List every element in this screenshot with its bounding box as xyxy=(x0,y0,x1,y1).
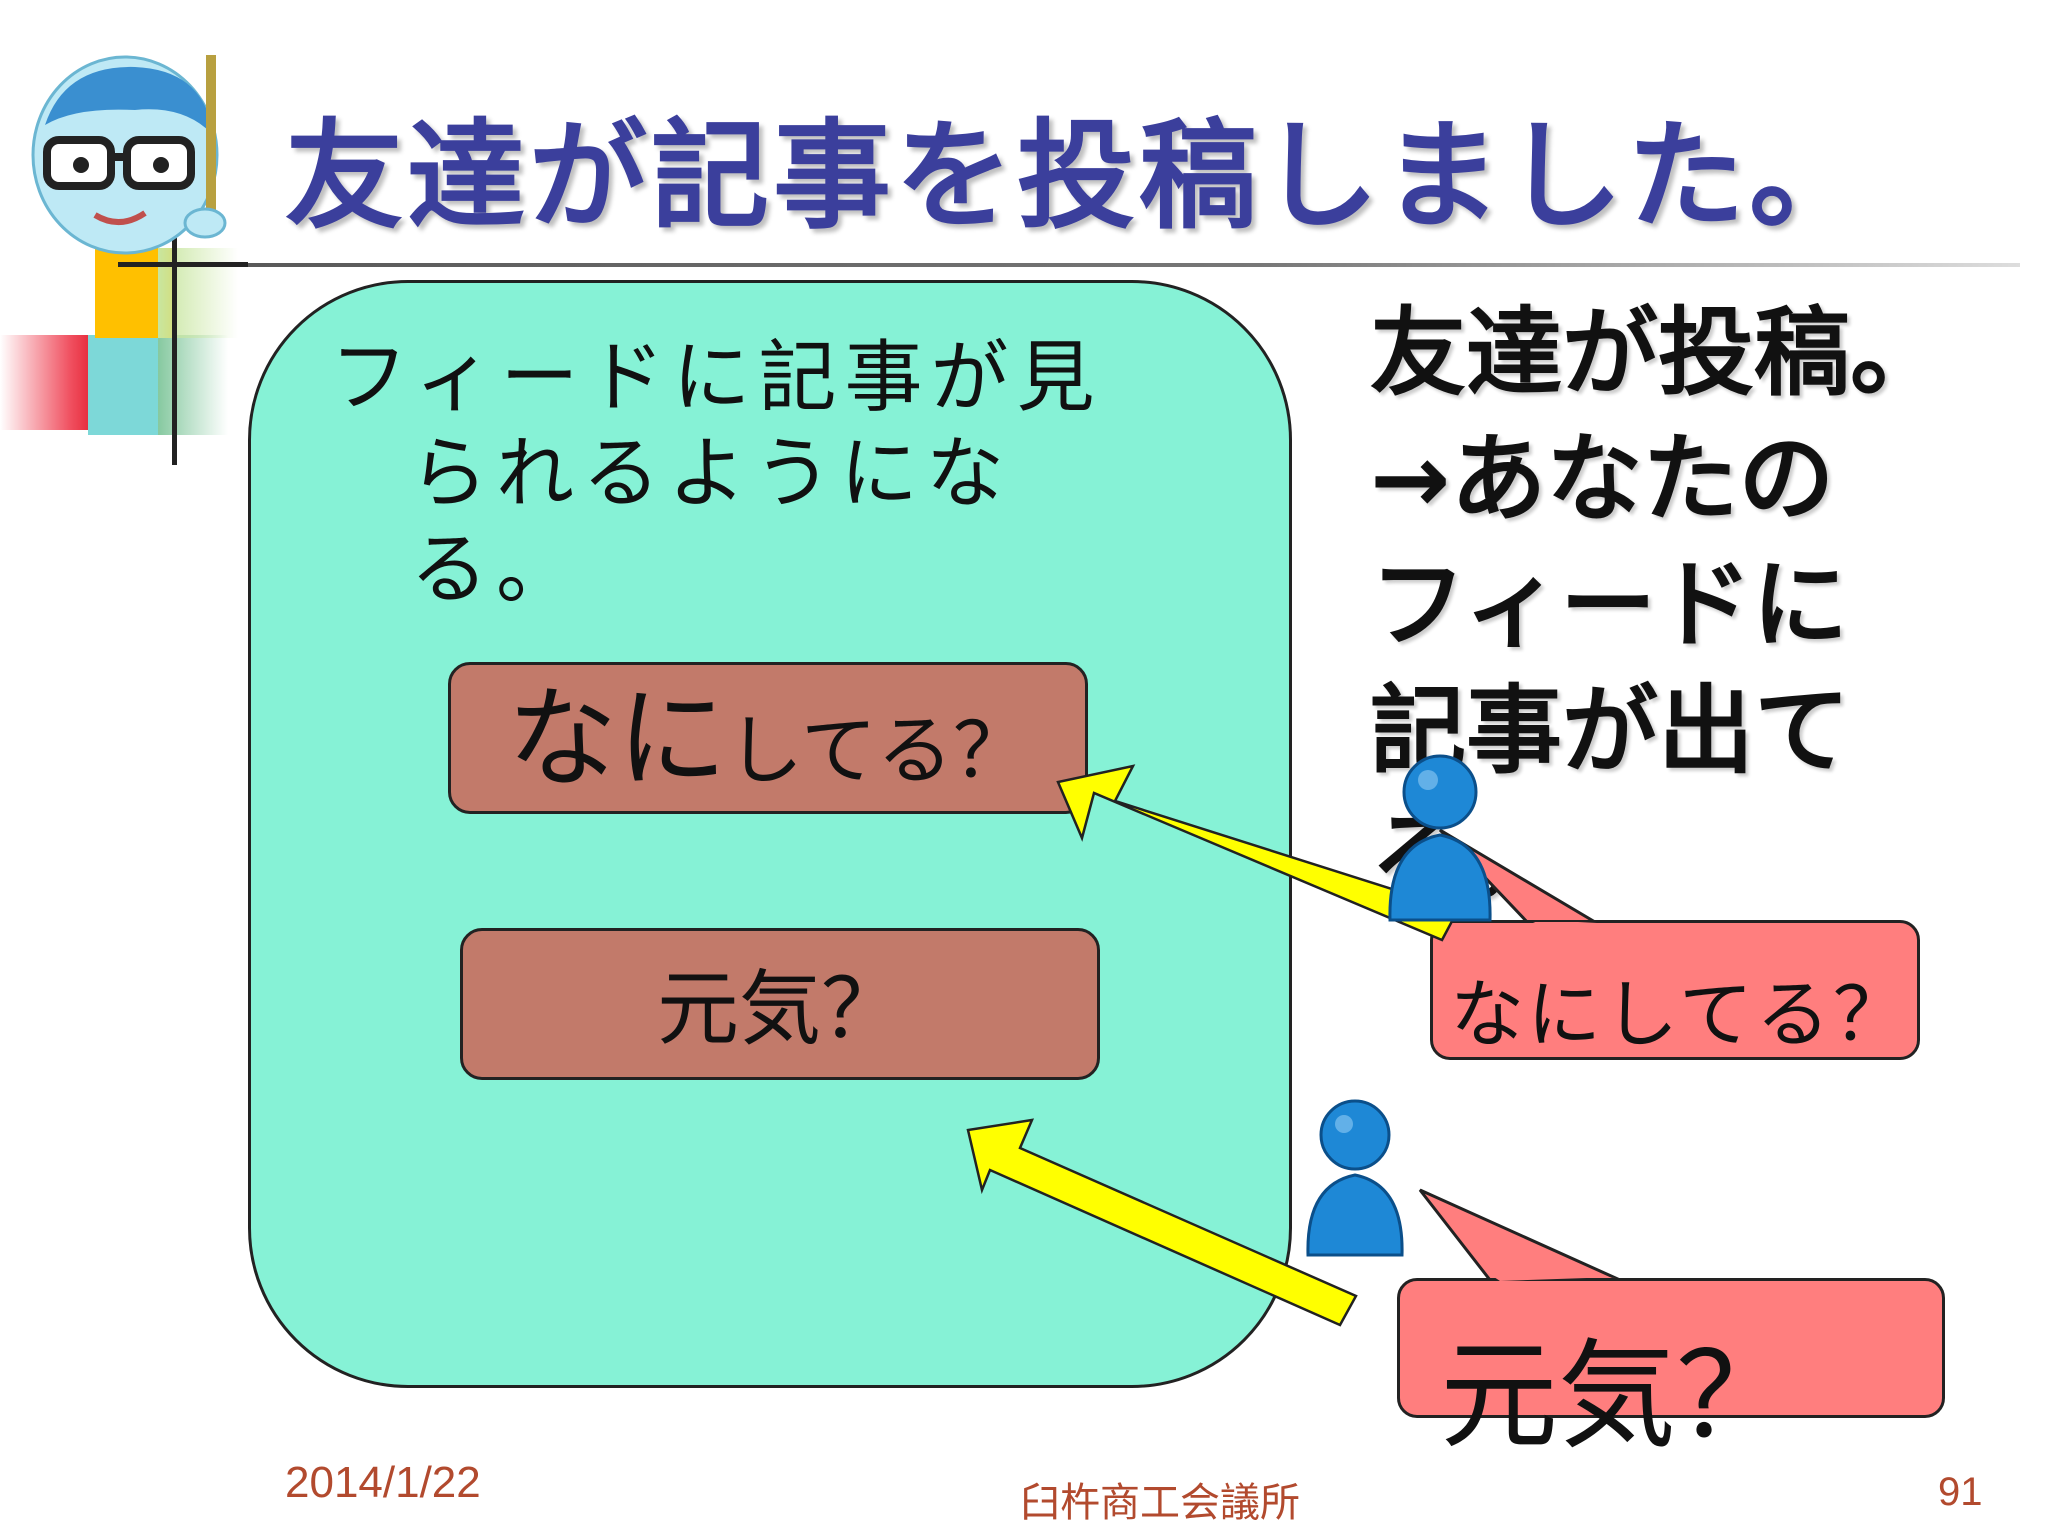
footer-date: 2014/1/22 xyxy=(285,1458,481,1507)
speech-bubble-text: なにしてる？ xyxy=(1450,972,1910,1058)
speech-bubble-text: 元気？ xyxy=(1440,1327,1795,1465)
decor-red-square xyxy=(0,335,88,430)
feed-post-text: なにしてる？ xyxy=(448,680,1088,810)
title-rule xyxy=(120,263,2020,267)
panel-text-line: る。 xyxy=(410,525,583,615)
decor-cyan-square xyxy=(88,335,158,435)
footer-organization: 臼杵商工会議所 xyxy=(1020,1481,1300,1525)
arrow-icon xyxy=(966,1118,1358,1327)
feed-post-text: 元気？ xyxy=(656,962,903,1057)
panel-text-line: フィードに記事が見 xyxy=(330,333,1103,423)
explanation-line: →あなたの xyxy=(1370,423,1835,535)
person-icon xyxy=(1388,754,1492,922)
person-icon xyxy=(1306,1099,1404,1257)
teacher-mascot-icon xyxy=(31,55,227,255)
speech-bubble xyxy=(1430,920,1920,1060)
feed-post-text-big: なに xyxy=(507,675,728,803)
decor-horizontal-line xyxy=(118,262,248,267)
slide-title: 友達が記事を投稿しました。 xyxy=(285,107,1872,245)
explanation-line: フィードに xyxy=(1370,549,1849,661)
explanation-line: 友達が投稿。 xyxy=(1370,297,1946,409)
decor-vertical-line xyxy=(172,225,177,465)
speech-bubble xyxy=(1397,1278,1945,1418)
decor-green-square xyxy=(158,335,228,435)
panel-text-line: られるようにな xyxy=(410,429,1013,519)
feed-post-text-small: してる？ xyxy=(727,706,1029,795)
feed-post-card xyxy=(460,928,1100,1080)
footer-page-number: 91 xyxy=(1938,1470,1983,1514)
feed-post-card xyxy=(448,662,1088,814)
panel-text: フィードに記事が見 られるようにな る。 xyxy=(330,330,1190,618)
